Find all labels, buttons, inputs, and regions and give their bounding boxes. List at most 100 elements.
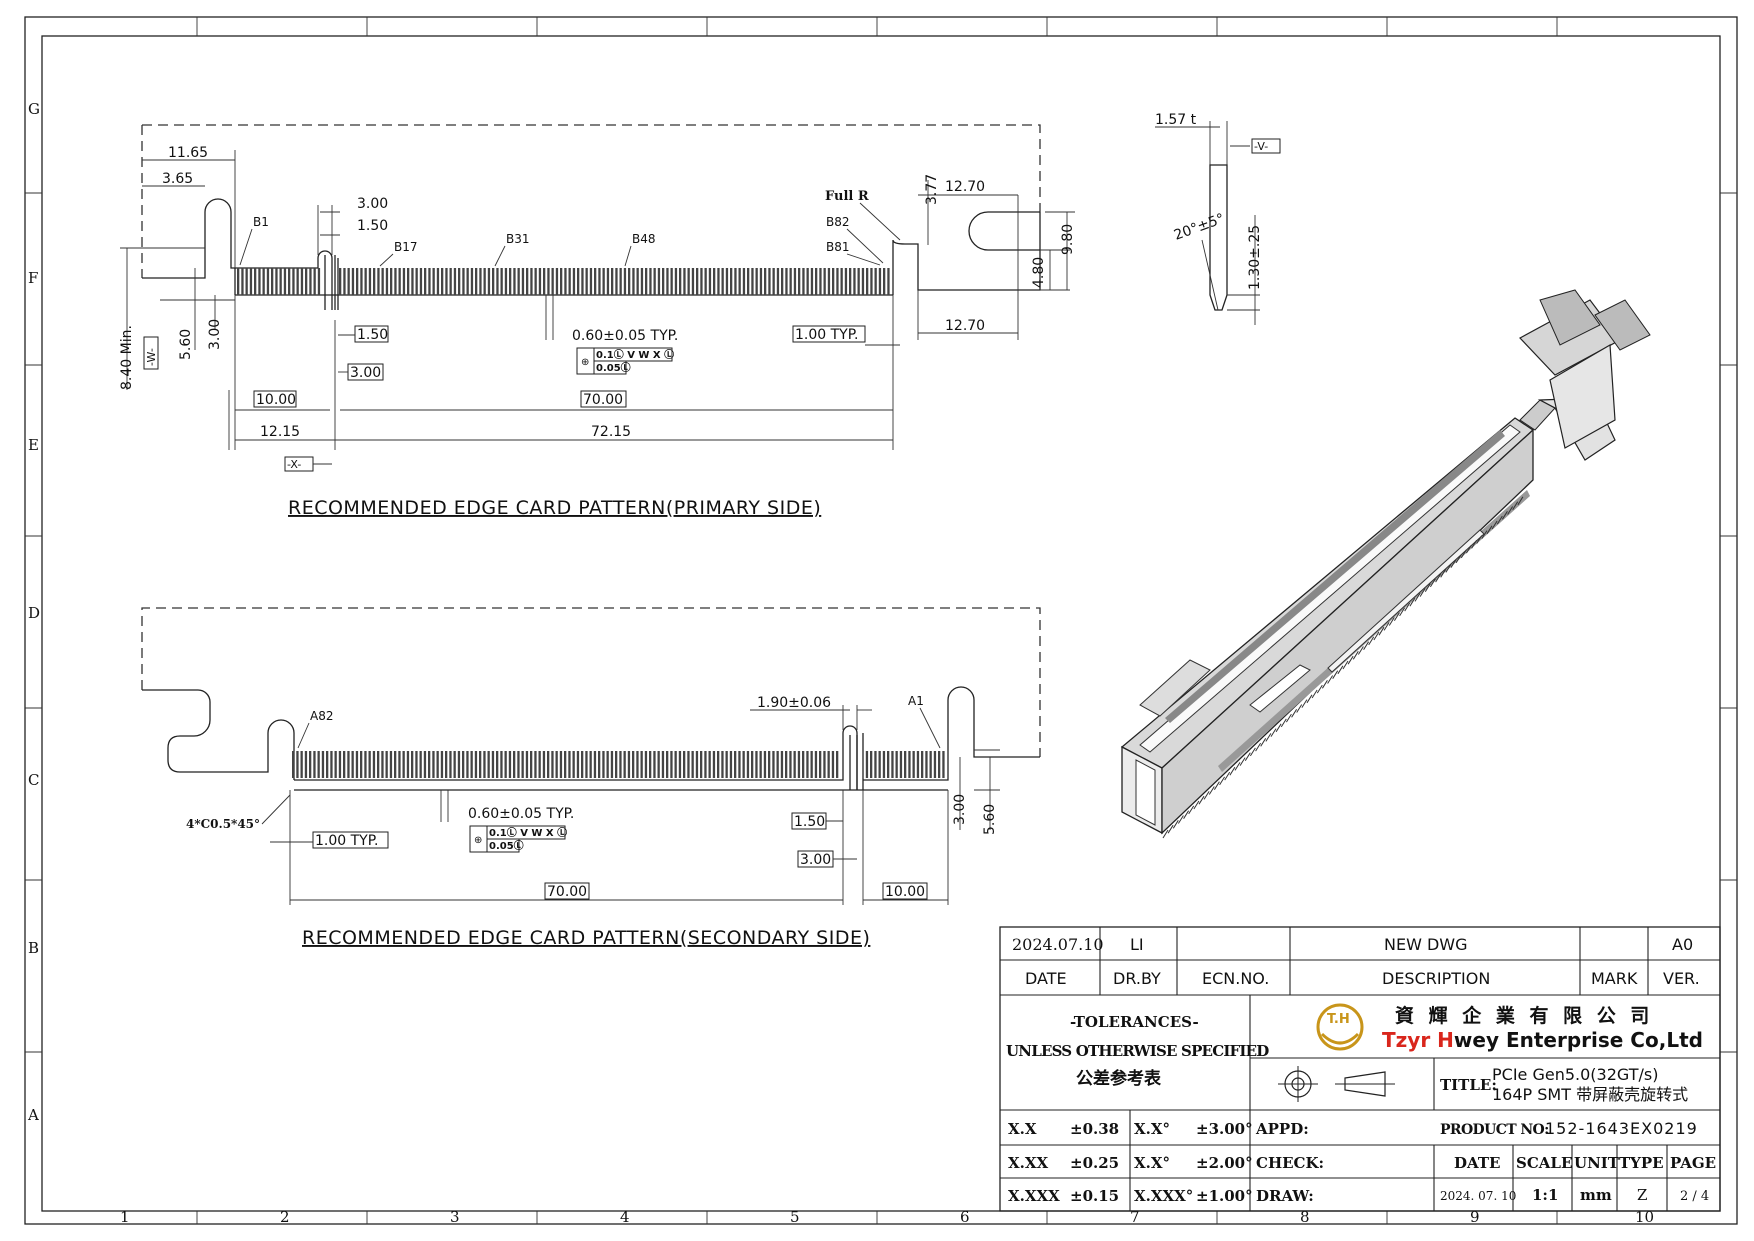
- contact-pad: [530, 751, 533, 778]
- connector-pin: [1476, 535, 1483, 544]
- col-label-4: 4: [620, 1208, 630, 1226]
- contact-pad: [764, 268, 767, 295]
- pin-label-b31: B31: [506, 232, 530, 246]
- contact-pad: [555, 751, 558, 778]
- contact-pad: [823, 268, 826, 295]
- tol-row-1-a: X.X: [1008, 1120, 1037, 1138]
- connector-pin: [1393, 612, 1400, 621]
- connector-pin: [1507, 506, 1514, 515]
- contact-pad: [347, 751, 350, 778]
- connector-pin: [1378, 626, 1385, 636]
- contact-pad: [687, 751, 690, 778]
- contact-pad: [836, 268, 839, 295]
- connector-pin: [1357, 646, 1364, 655]
- contact-pad: [866, 268, 869, 295]
- contact-pad: [292, 268, 295, 295]
- contact-pad: [457, 751, 461, 778]
- connector-pin: [1188, 805, 1195, 815]
- value-scale: 1:1: [1532, 1186, 1558, 1204]
- connector-pin: [1347, 655, 1354, 665]
- connector-pin: [1491, 520, 1498, 530]
- contact-pad: [628, 268, 631, 295]
- contact-pad: [691, 751, 694, 778]
- contact-pad: [385, 268, 389, 295]
- contact-pad: [772, 751, 775, 778]
- contact-pad: [891, 751, 894, 778]
- connector-pin: [1177, 815, 1184, 824]
- header-description: DESCRIPTION: [1382, 969, 1490, 988]
- connector-pin: [1255, 742, 1262, 752]
- connector-pin: [1224, 771, 1231, 781]
- tol-row-1-d: ±3.00°: [1196, 1120, 1253, 1138]
- contact-pad: [797, 751, 801, 778]
- contact-pad: [942, 751, 945, 778]
- contact-pad: [844, 268, 848, 295]
- contact-pad: [636, 751, 639, 778]
- contact-pad: [500, 751, 503, 778]
- contact-pad: [683, 268, 686, 295]
- contact-pad: [861, 268, 865, 295]
- tol-row-1-b: ±0.38: [1070, 1120, 1119, 1138]
- contact-pad: [491, 751, 495, 778]
- contact-pad: [831, 751, 835, 778]
- contact-pad: [827, 268, 831, 295]
- contact-pad: [564, 751, 567, 778]
- contact-pad: [432, 751, 435, 778]
- contact-pad: [572, 268, 576, 295]
- contact-pad: [789, 268, 792, 295]
- connector-pin: [1183, 810, 1190, 819]
- pin-label-b81: B81: [826, 240, 850, 254]
- header-drby: DR.BY: [1113, 969, 1161, 988]
- dim-pitch-secondary: 0.60±0.05 TYP.: [468, 806, 574, 822]
- contact-pad: [878, 268, 882, 295]
- contact-pad: [670, 268, 673, 295]
- header-mark: MARK: [1591, 969, 1638, 988]
- contact-pad: [802, 751, 805, 778]
- contact-pad: [262, 268, 265, 295]
- contact-pad: [798, 268, 801, 295]
- contact-pad: [713, 268, 716, 295]
- connector-pin: [1198, 795, 1205, 805]
- contact-pad: [458, 268, 461, 295]
- title-block: 2024.07.10 LI NEW DWG A0 DATE DR.BY ECN.…: [999, 926, 1721, 1212]
- contact-pad: [406, 751, 410, 778]
- card-side-profile: 1.57 t -V- 20°±5° 1.30±.25: [1155, 112, 1281, 325]
- value-page: 2 / 4: [1680, 1189, 1709, 1204]
- connector-pin: [1414, 593, 1421, 602]
- contact-pad: [717, 268, 720, 295]
- contact-pad: [747, 268, 750, 295]
- contact-pad: [721, 268, 724, 295]
- contact-pad: [640, 751, 643, 778]
- company-name-part-1: Tzyr: [1382, 1028, 1437, 1052]
- contact-pad: [364, 751, 367, 778]
- pin-label-a82: A82: [310, 709, 333, 723]
- contact-pad: [547, 268, 550, 295]
- contact-pad: [683, 751, 686, 778]
- contact-pad: [521, 268, 525, 295]
- dim-70-00-primary: 70.00: [583, 392, 623, 408]
- connector-pin: [1501, 511, 1508, 520]
- connector-pin: [1234, 762, 1241, 771]
- contact-pad: [440, 751, 444, 778]
- contact-pad: [929, 751, 932, 778]
- tol-row-2-a: X.XX: [1008, 1154, 1048, 1172]
- contact-pad: [309, 751, 312, 778]
- contact-pad: [381, 268, 384, 295]
- contact-pad: [466, 751, 469, 778]
- connector-pin: [1404, 602, 1411, 612]
- dim-72-15: 72.15: [591, 424, 631, 440]
- contact-pad: [419, 268, 423, 295]
- contact-pad: [496, 268, 499, 295]
- connector-pin: [1481, 530, 1488, 539]
- connector-pin: [1342, 660, 1349, 670]
- dim-1-50-top: 1.50: [357, 218, 388, 234]
- gdt-tolerance-2-secondary: 0.05Ⓛ: [489, 839, 524, 852]
- connector-pin: [1471, 540, 1478, 549]
- contact-pad: [895, 751, 898, 778]
- contact-pad: [585, 751, 588, 778]
- contact-pad: [377, 751, 380, 778]
- contact-pad: [296, 268, 299, 295]
- contact-pad: [525, 751, 529, 778]
- dim-1-90: 1.90±0.06: [757, 695, 831, 711]
- datum-v: -V-: [1254, 140, 1268, 153]
